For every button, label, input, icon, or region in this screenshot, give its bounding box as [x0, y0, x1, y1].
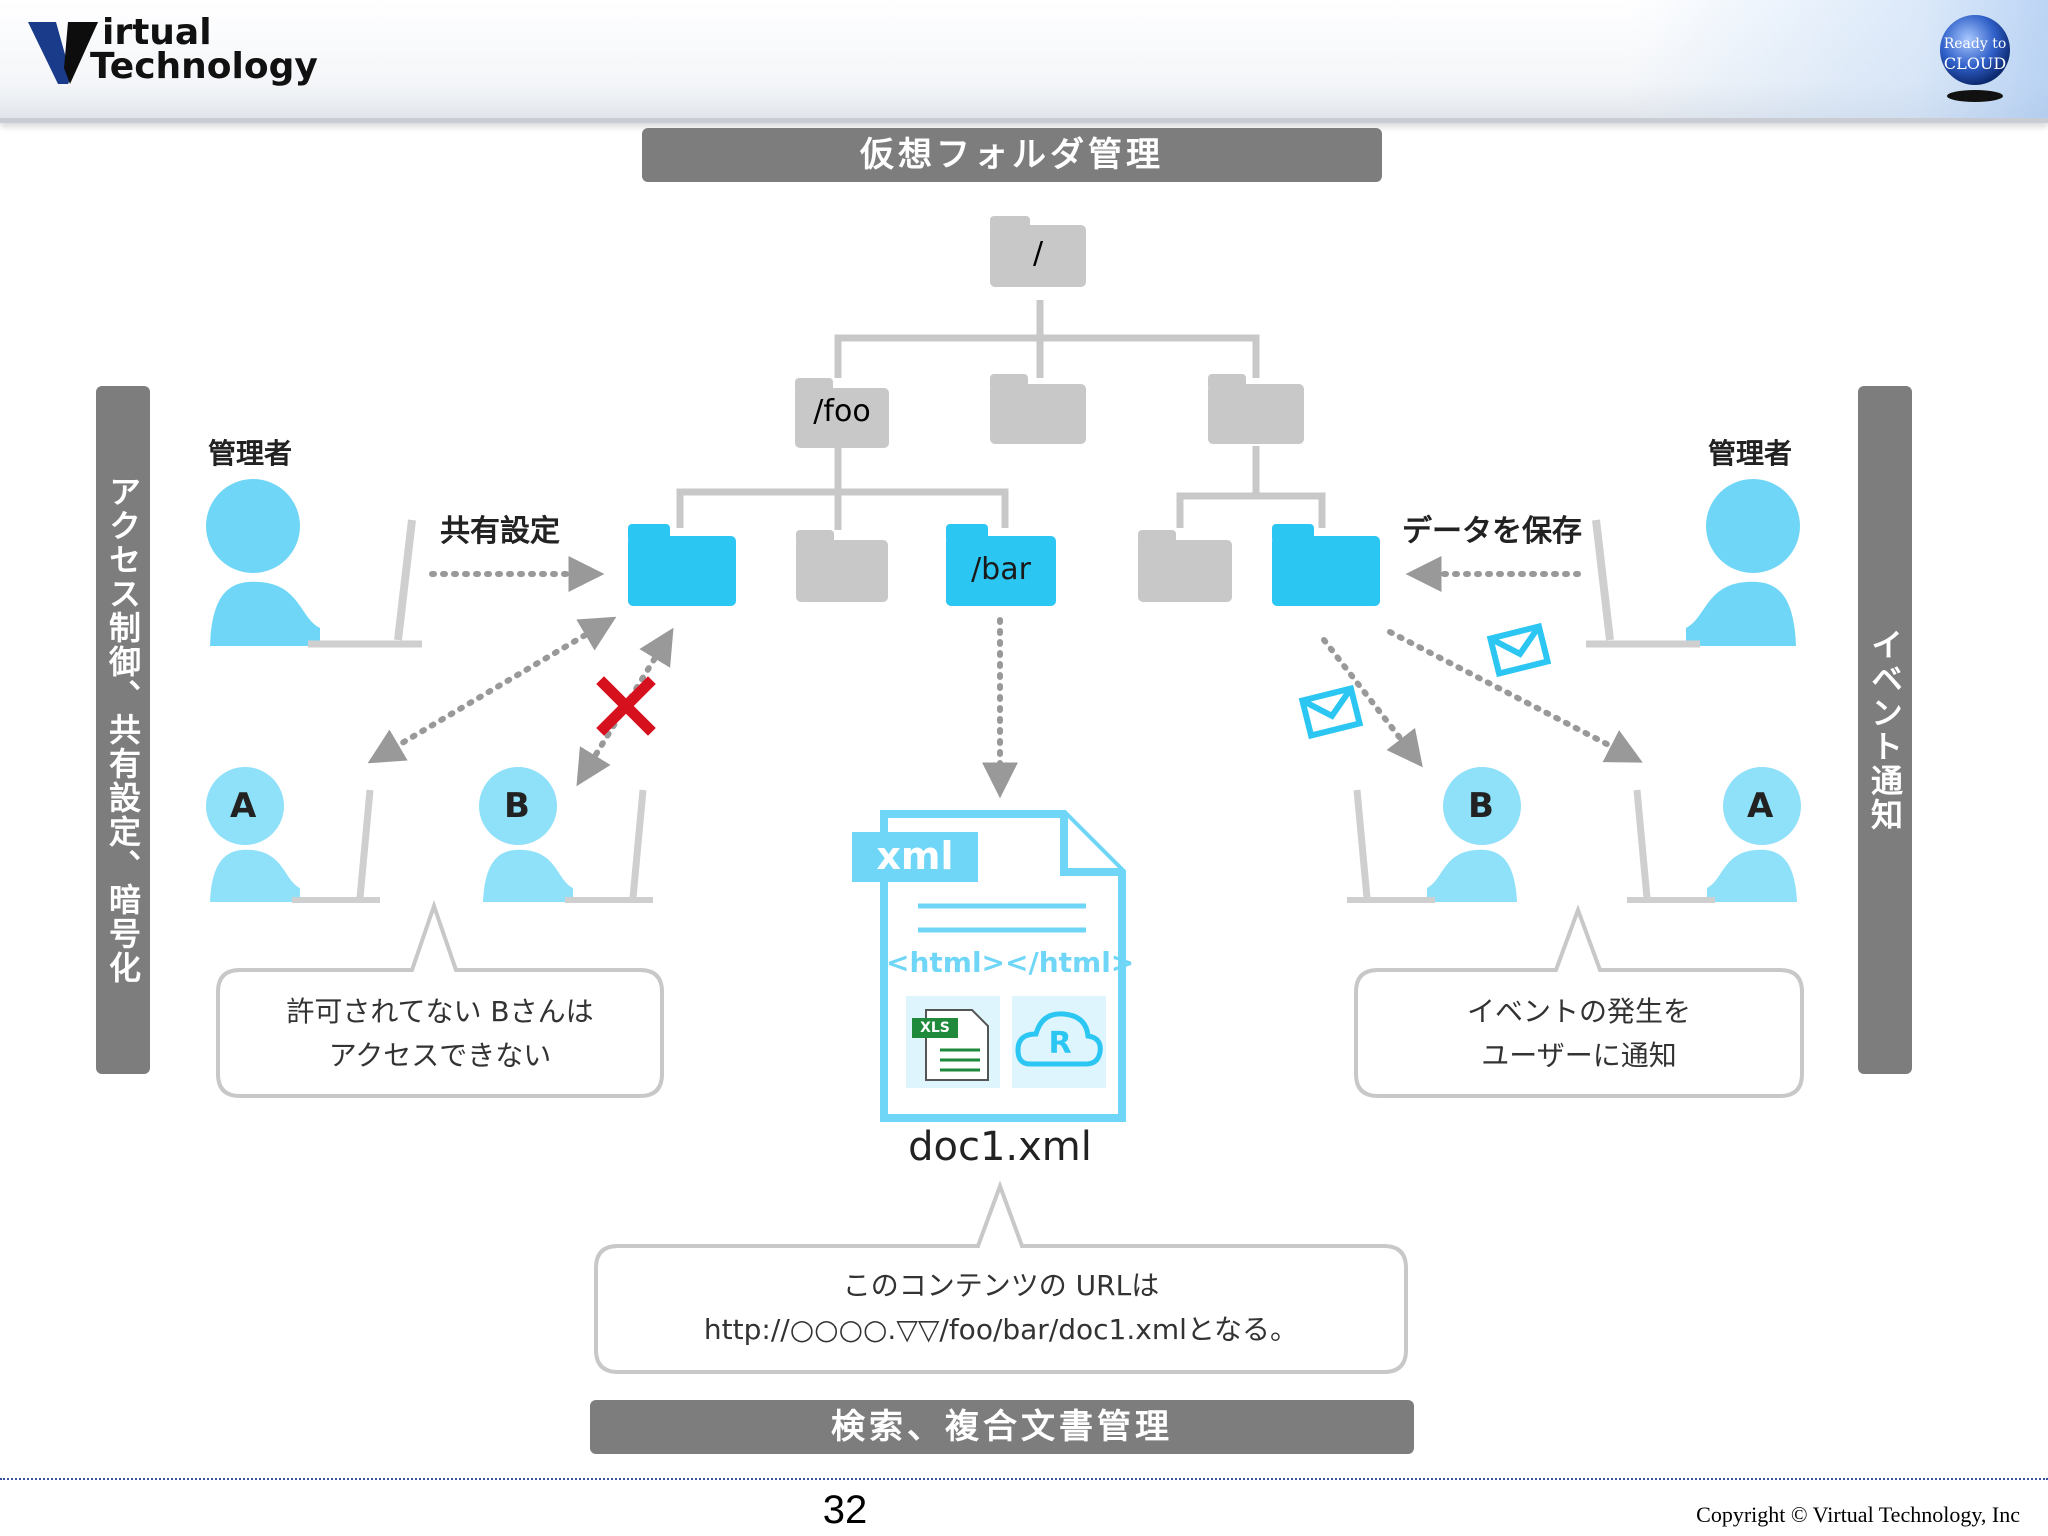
badge-line1: Ready to	[1943, 36, 2007, 52]
user-b-left-icon	[479, 767, 653, 903]
envelope-icon-1	[1298, 684, 1364, 740]
envelope-icon-2	[1486, 622, 1552, 678]
xls-label: XLS	[920, 1020, 950, 1036]
folder-shared	[628, 524, 736, 606]
admin-right-icon	[1586, 479, 1800, 648]
vt-logo-icon	[28, 22, 98, 84]
admin-left-icon	[206, 479, 422, 648]
user-b-left-label: B	[504, 786, 530, 826]
copyright-text: Copyright © Virtual Technology, Inc	[1696, 1502, 2020, 1527]
folder-bar-label: /bar	[971, 552, 1031, 587]
badge-line2: CLOUD	[1943, 54, 2007, 73]
doc-html-text: <html></html>	[886, 946, 1135, 979]
callout-right-bubble	[1354, 904, 1804, 1098]
r-cloud-icon	[1015, 1011, 1103, 1067]
search-document-banner: 検索、複合文書管理	[590, 1400, 1414, 1454]
bottom-callout-line2: http://○○○○.▽▽/foo/bar/doc1.xmlとなる。	[703, 1313, 1299, 1346]
user-b-right-label: B	[1468, 786, 1494, 826]
folder-gray-3	[1138, 530, 1232, 602]
user-a-right-icon	[1627, 767, 1801, 903]
folder-right	[1208, 374, 1304, 444]
globe-icon	[1940, 15, 2010, 102]
folder-bar	[946, 524, 1056, 606]
left-callout-text: 許可されてない Bさんは アクセスできない	[218, 990, 662, 1078]
logo-line2: Technology	[90, 46, 318, 87]
virtual-folder-banner: 仮想フォルダ管理	[642, 128, 1382, 182]
folder-foo	[795, 378, 889, 448]
right-callout-text: イベントの発生を ユーザーに通知	[1356, 990, 1802, 1078]
folder-saved	[1272, 524, 1380, 606]
folder-foo-label: /foo	[813, 394, 871, 429]
slide-header: irtual Technology Ready to CLOUD	[0, 0, 2048, 123]
dotted-arrows	[367, 556, 1643, 799]
left-callout-line1: 許可されてない Bさんは	[286, 995, 594, 1028]
right-callout-line1: イベントの発生を	[1466, 995, 1691, 1028]
page-number: 32	[822, 1488, 868, 1532]
folder-root	[990, 216, 1086, 287]
share-setting-label: 共有設定	[440, 514, 560, 549]
xls-file-icon	[912, 1009, 989, 1081]
left-callout-line2: アクセスできない	[328, 1039, 552, 1072]
user-a-left-label: A	[230, 786, 257, 826]
admin-right-label: 管理者	[1708, 437, 1793, 470]
logo-line1: irtual	[102, 12, 212, 53]
folder-root-label: /	[1032, 236, 1044, 271]
event-notification-sidebar: イベント通知	[1858, 386, 1912, 1074]
deny-x-icon	[596, 676, 656, 736]
r-label: R	[1048, 1026, 1072, 1061]
company-logo-text: irtual Technology	[90, 12, 318, 87]
folder-middle	[990, 374, 1086, 444]
user-a-left-icon	[206, 767, 380, 903]
user-b-right-icon	[1347, 767, 1521, 903]
save-data-label: データを保存	[1402, 514, 1582, 549]
right-callout-line2: ユーザーに通知	[1481, 1039, 1677, 1072]
tree-connectors	[676, 300, 1326, 530]
folder-gray-2	[796, 530, 888, 602]
callout-bottom-bubble	[594, 1180, 1408, 1374]
doc-filename: doc1.xml	[908, 1124, 1092, 1170]
user-a-right-label: A	[1747, 786, 1774, 826]
bottom-callout-text: このコンテンツの URLは http://○○○○.▽▽/foo/bar/doc…	[596, 1264, 1406, 1352]
footer-divider	[0, 1478, 2048, 1480]
doc-xml-tag: xml	[876, 834, 954, 878]
access-control-sidebar: アクセス制御、共有設定、暗号化	[96, 386, 150, 1074]
admin-left-label: 管理者	[208, 437, 293, 470]
ready-to-cloud-badge: Ready to CLOUD	[1938, 8, 2012, 104]
bottom-callout-line1: このコンテンツの URLは	[842, 1269, 1160, 1302]
callout-left-bubble	[216, 899, 664, 1098]
